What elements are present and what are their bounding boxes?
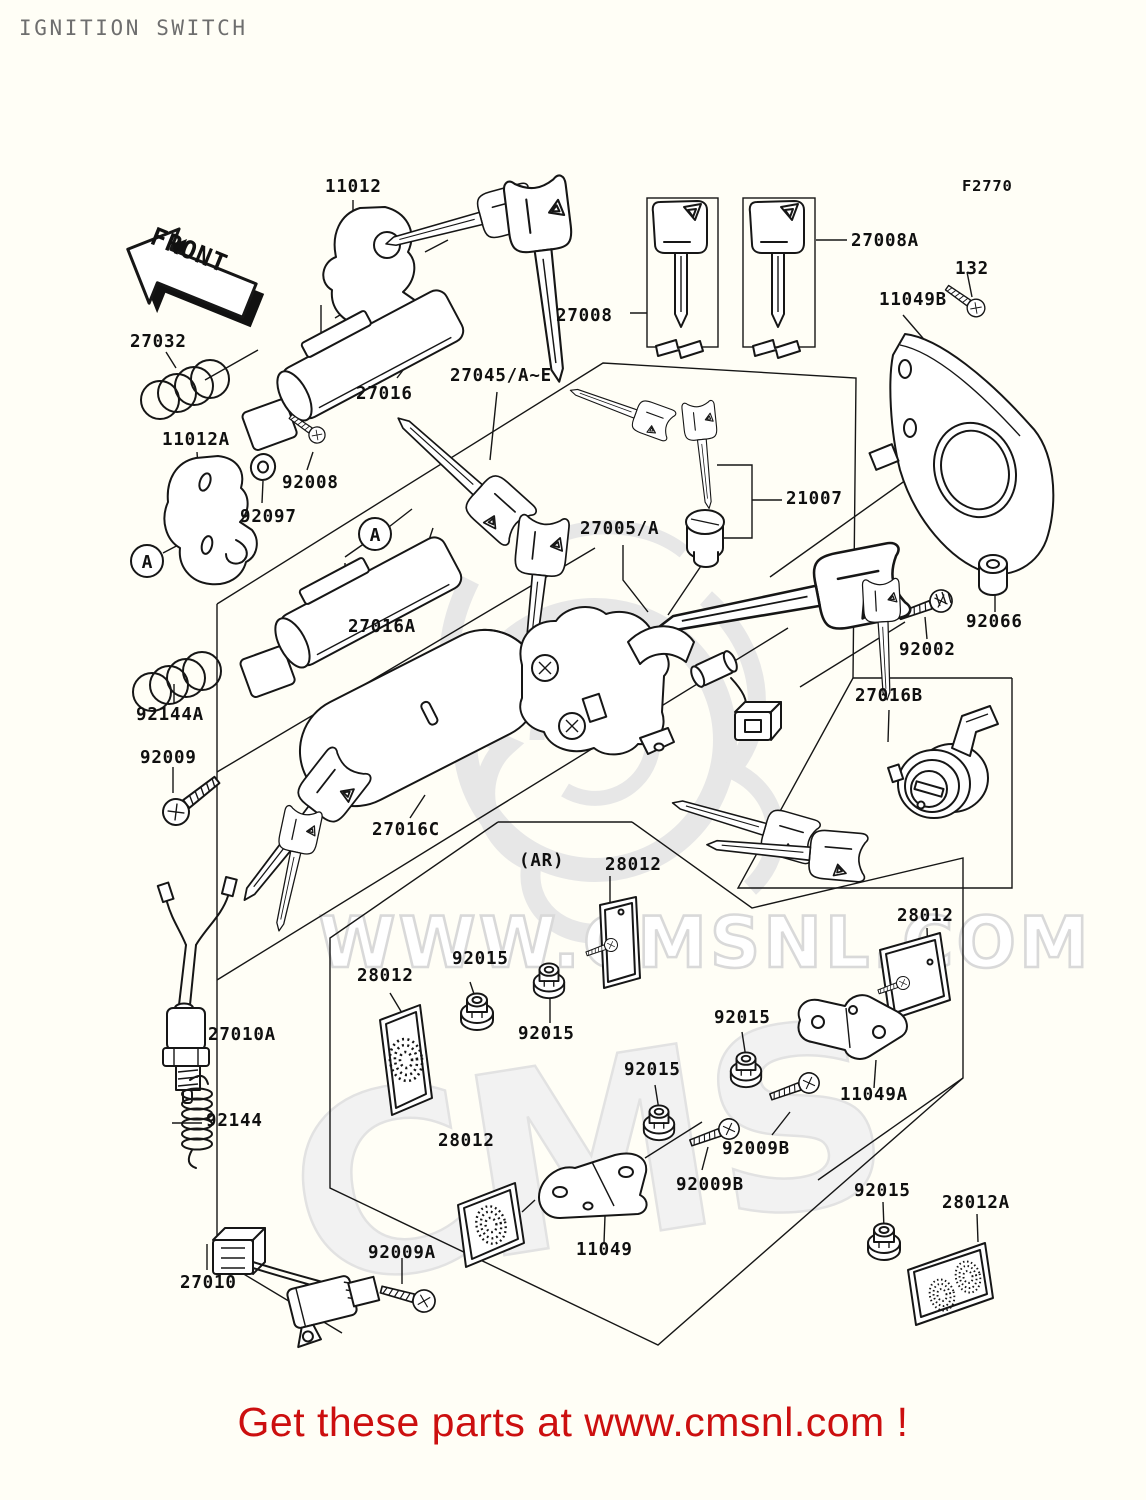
part-label: 27016: [356, 384, 413, 404]
bracket-11049: [538, 1152, 648, 1219]
part-label: 21007: [786, 489, 843, 509]
bracket-11049a: [797, 994, 908, 1060]
part-label: 11049B: [879, 290, 948, 310]
part-label: 28012: [438, 1131, 495, 1151]
part-label: 92009A: [368, 1243, 437, 1263]
part-label: 92144: [206, 1111, 263, 1131]
part-label: (AR): [519, 851, 565, 871]
section-boundary-lines: [216, 197, 1013, 1346]
part-label: 92009: [140, 748, 197, 768]
nut-92066: [978, 554, 1008, 596]
part-label: F2770: [962, 177, 1013, 195]
part-label: 27045/A~E: [450, 366, 553, 386]
reflector-28012-right: [875, 932, 951, 1021]
part-label: 27010: [180, 1273, 237, 1293]
page-title: IGNITION SWITCH: [19, 16, 248, 40]
part-label: 28012: [897, 906, 954, 926]
part-label: 27008: [556, 306, 613, 326]
part-label: 27008A: [851, 231, 920, 251]
part-label: 132: [955, 259, 990, 279]
part-label: 27005/A: [580, 519, 660, 539]
marker-circle-a-right: A: [358, 517, 392, 551]
part-label: 92008: [282, 473, 339, 493]
main-switch-housing: [519, 605, 782, 756]
svg-text:A: A: [142, 552, 153, 573]
switch-assembly-27010: [212, 1227, 381, 1349]
lock-cylinder-27016b: [887, 705, 999, 819]
part-label: 27032: [130, 332, 187, 352]
reflector-28012a: [907, 1242, 994, 1326]
tumbler-plug-21007: [685, 509, 725, 568]
reflector-28012-ar: [583, 896, 641, 989]
part-label: 92015: [854, 1181, 911, 1201]
part-label: 92015: [518, 1024, 575, 1044]
part-label: 92066: [966, 612, 1023, 632]
part-label: 28012: [357, 966, 414, 986]
svg-text:A: A: [370, 525, 381, 546]
part-label: 92002: [899, 640, 956, 660]
part-label: 92015: [624, 1060, 681, 1080]
washer-92097: [249, 453, 277, 481]
bracket-11049b: [868, 333, 1055, 576]
screw-92002: [894, 585, 957, 628]
part-label: 27016C: [372, 820, 441, 840]
part-label: 92015: [452, 949, 509, 969]
reflector-28012-left: [379, 1004, 433, 1116]
key-plate-11012a: [163, 455, 258, 586]
part-label: 28012A: [942, 1193, 1011, 1213]
part-label: 92015: [714, 1008, 771, 1028]
cmsnl-footer-link[interactable]: Get these parts at www.cmsnl.com !: [237, 1399, 909, 1445]
reflector-28012-bottom: [457, 1182, 525, 1268]
watermark-url-text: WWW.CMSNL.COM: [318, 902, 1091, 984]
part-label: 11012A: [162, 430, 231, 450]
part-label: 92009B: [722, 1139, 791, 1159]
part-label: 27016B: [855, 686, 924, 706]
part-label: 11049A: [840, 1085, 909, 1105]
part-label: 92009B: [676, 1175, 745, 1195]
part-label: 27010A: [208, 1025, 277, 1045]
part-label: 11012: [325, 177, 382, 197]
part-label: 28012: [605, 855, 662, 875]
marker-circle-a-left: A: [130, 544, 164, 578]
part-label: 11049: [576, 1240, 633, 1260]
part-label: 92144A: [136, 705, 205, 725]
part-label: 27016A: [348, 617, 417, 637]
spring-92144: [181, 1074, 213, 1169]
part-label: 92097: [240, 507, 297, 527]
